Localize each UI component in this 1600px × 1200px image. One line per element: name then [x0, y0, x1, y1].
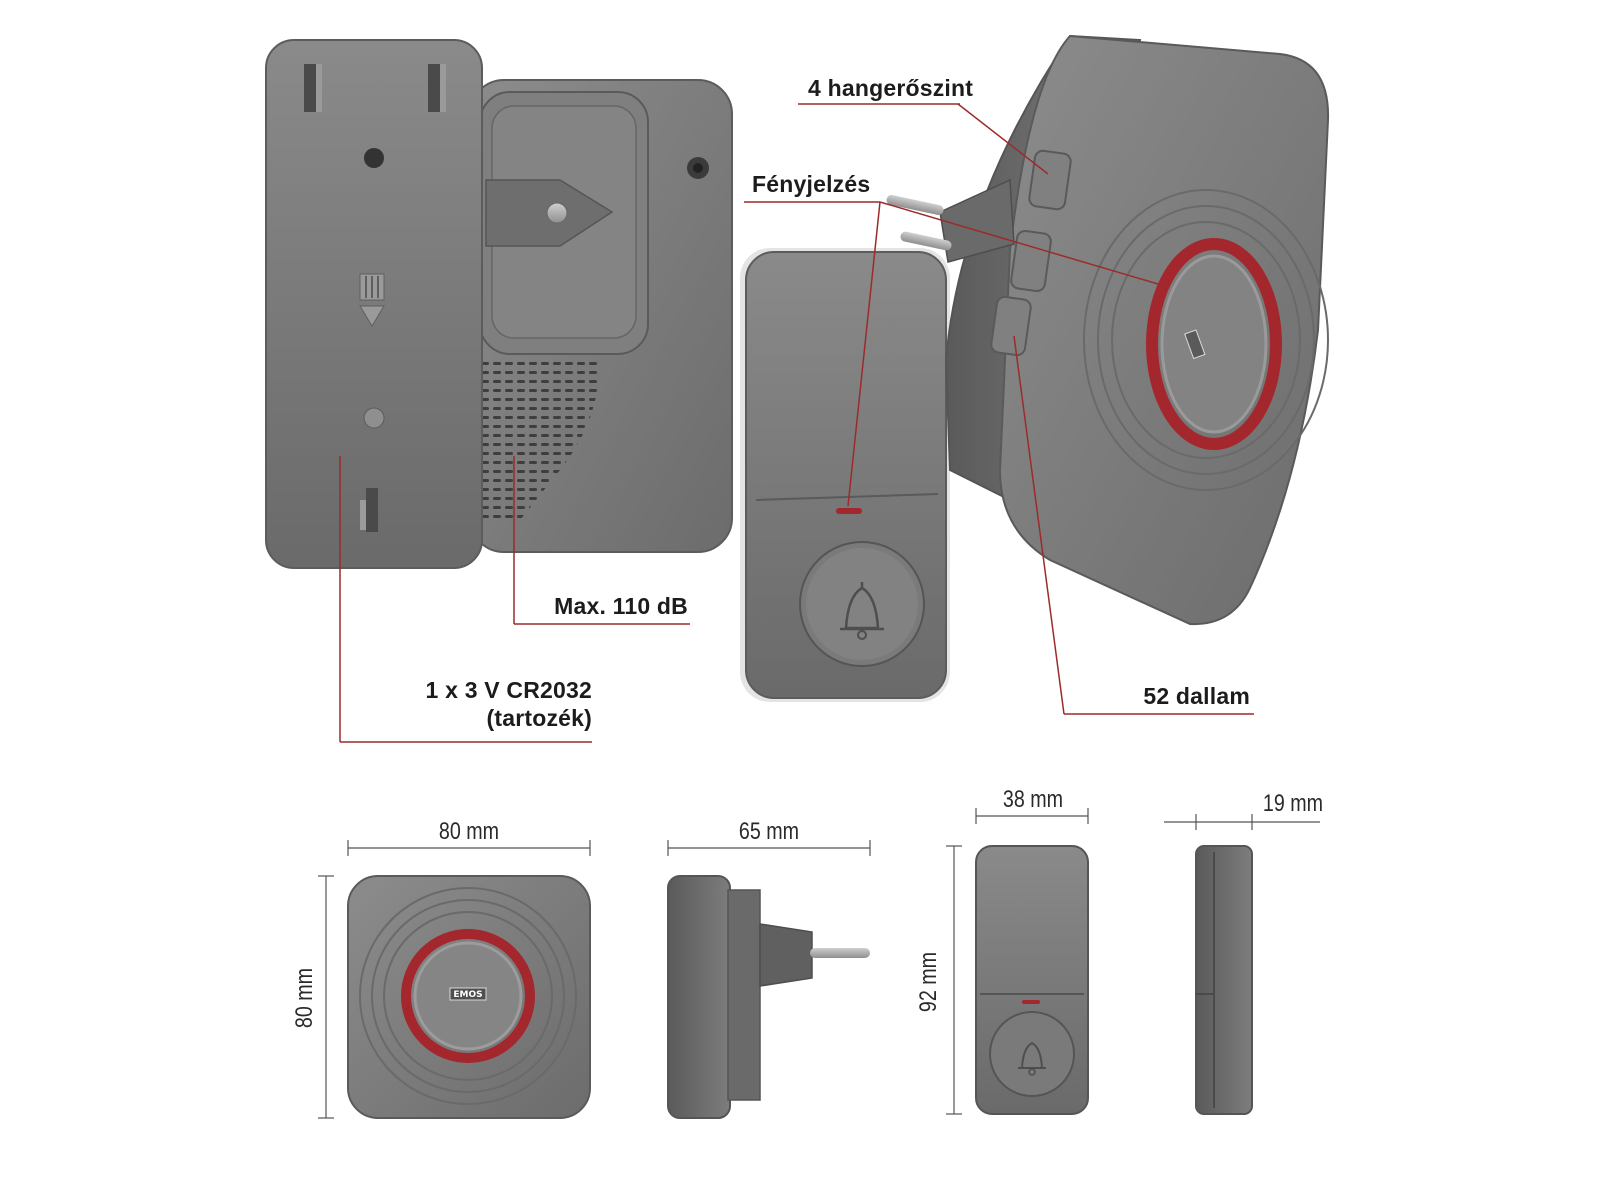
push-button-transmitter [740, 248, 950, 702]
bell-icon [1018, 1041, 1046, 1076]
dim-receiver-width: 80 mm [438, 818, 500, 845]
label-melodies: 52 dallam [1143, 683, 1250, 709]
dim-button-height: 92 mm [915, 951, 942, 1013]
dim-button-depth: 19 mm [1262, 790, 1324, 817]
volume-button-icon [1028, 149, 1072, 211]
dim-receiver-height: 80 mm [291, 967, 318, 1029]
dimension-lines [318, 808, 1320, 1119]
bell-icon [840, 582, 884, 640]
dim-button-width: 38 mm [1002, 786, 1064, 813]
label-volume-levels: 4 hangerőszint [808, 75, 974, 101]
callout-lines [339, 103, 1254, 743]
label-max-db: Max. 110 dB [554, 593, 688, 619]
brand-logo: EMOS [453, 990, 482, 1000]
label-battery-line1: 1 x 3 V CR2032 [425, 677, 592, 703]
label-light-signal: Fényjelzés [752, 171, 871, 197]
plug-pin-icon [886, 195, 952, 251]
button-front-dimension-view [975, 845, 1089, 1115]
label-battery-line2: (tartozék) [486, 705, 592, 731]
receiver-angled-view [886, 34, 1330, 626]
receiver-back-view [469, 79, 733, 553]
receiver-side-dimension-view [667, 875, 870, 1119]
mounting-plate [265, 39, 483, 569]
button-side-dimension-view [1195, 845, 1253, 1115]
receiver-front-dimension-view: EMOS [347, 875, 591, 1119]
arrow-down-icon [359, 273, 385, 327]
melody-button-icon [1010, 229, 1052, 293]
dim-receiver-depth: 65 mm [738, 818, 800, 845]
